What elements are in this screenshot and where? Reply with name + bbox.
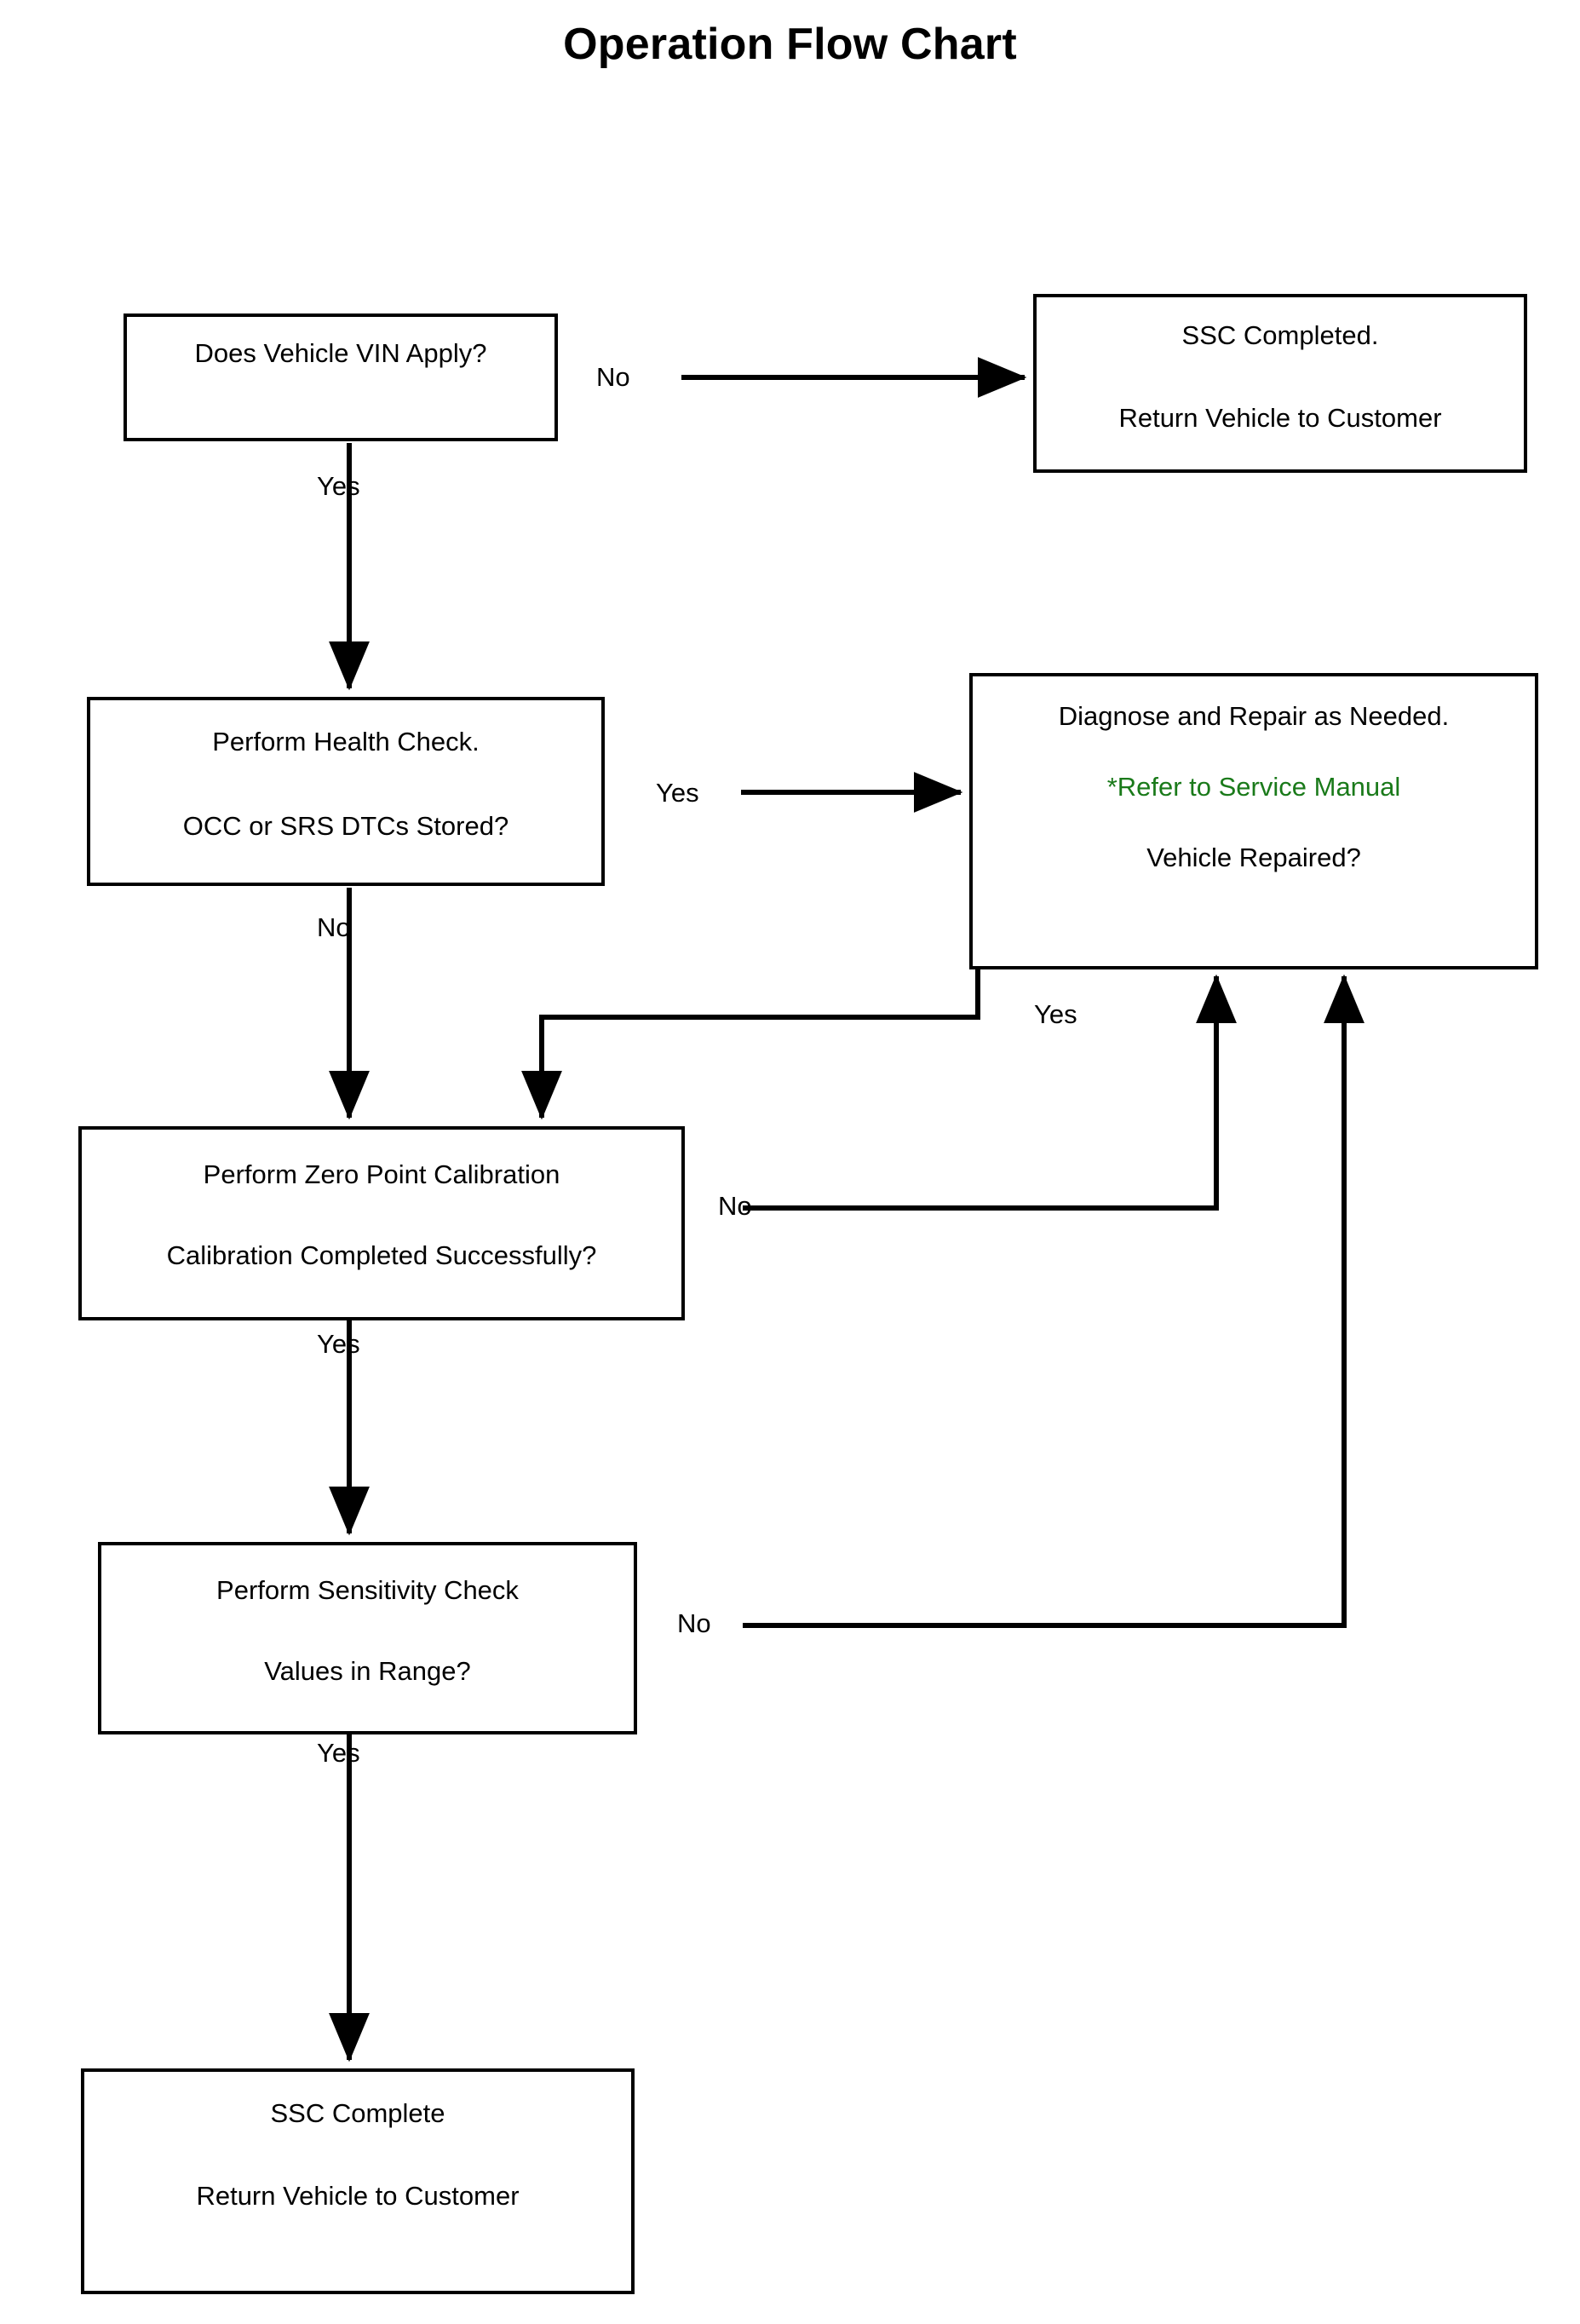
edge-label-sensitivity-no: No [677,1608,711,1638]
node-line: Return Vehicle to Customer [196,2181,520,2212]
node-line: SSC Completed. [1181,320,1379,350]
edge-label-zeropoint-no: No [718,1191,752,1221]
node-line: Calibration Completed Successfully? [166,1240,597,1271]
node-line: OCC or SRS DTCs Stored? [182,811,509,842]
edge-diagnose-yes [521,969,980,1120]
node-line: Values in Range? [264,1656,471,1687]
node-line: Return Vehicle to Customer [1118,403,1442,434]
node-line: SSC Complete [270,2098,445,2128]
node-line: Perform Zero Point Calibration [203,1159,560,1189]
edge-label-vin-yes: Yes [317,471,360,501]
node-perform-zero-point-calibration[interactable]: Perform Zero Point Calibration Calibrati… [78,1126,685,1320]
edge-label-vin-no: No [596,362,630,392]
node-perform-health-check[interactable]: Perform Health Check. OCC or SRS DTCs St… [87,697,605,886]
node-perform-sensitivity-check[interactable]: Perform Sensitivity Check Values in Rang… [98,1542,637,1734]
node-does-vehicle-vin-apply[interactable]: Does Vehicle VIN Apply? [124,314,558,441]
node-line: Does Vehicle VIN Apply? [194,338,487,368]
node-ssc-completed-return-vehicle[interactable]: SSC Completed. Return Vehicle to Custome… [1033,294,1527,473]
edge-label-health-no: No [317,912,351,942]
edge-label-sensitivity-yes: Yes [317,1738,360,1768]
edge-label-health-yes: Yes [656,778,699,808]
edge-zeropoint-no [743,974,1237,1211]
node-line: Perform Health Check. [212,727,480,756]
page-title: Operation Flow Chart [563,20,1017,69]
node-line-service-manual-note: *Refer to Service Manual [1106,772,1401,802]
node-line: Diagnose and Repair as Needed. [1058,701,1450,731]
node-line: Vehicle Repaired? [1146,843,1361,873]
node-ssc-complete[interactable]: SSC Complete Return Vehicle to Customer [81,2068,635,2294]
node-line: Perform Sensitivity Check [216,1575,519,1605]
edge-label-diagnose-yes: Yes [1034,999,1077,1029]
edge-sensitivity-no [743,974,1365,1628]
node-diagnose-and-repair[interactable]: Diagnose and Repair as Needed. *Refer to… [969,673,1538,969]
edge-label-zeropoint-yes: Yes [317,1329,360,1359]
